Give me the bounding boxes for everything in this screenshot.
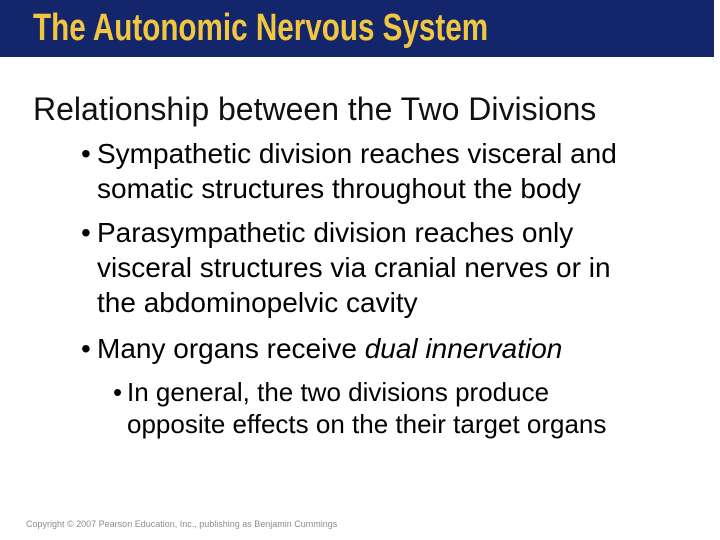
bullet-icon: • [81, 138, 91, 169]
bullet-line: visceral structures via cranial nerves o… [97, 252, 611, 283]
slide-title: The Autonomic Nervous System [33, 7, 489, 49]
bullet-text-plain: Many organs receive [97, 333, 365, 364]
bullet-parasympathetic: • Parasympathetic division reaches only … [81, 215, 611, 320]
bullet-line: Sympathetic division reaches visceral an… [97, 138, 617, 169]
bullet-line: somatic structures throughout the body [97, 173, 582, 204]
bullet-line: Parasympathetic division reaches only [97, 217, 574, 248]
bullet-icon: • [113, 377, 123, 407]
subbullet-general: • In general, the two divisions produce … [113, 376, 607, 440]
bullet-line: opposite effects on the their target org… [127, 409, 607, 439]
bullet-line: In general, the two divisions produce [127, 377, 550, 407]
bullet-line: the abdominopelvic cavity [97, 287, 418, 318]
bullet-icon: • [81, 333, 91, 364]
section-heading: Relationship between the Two Divisions [33, 91, 597, 127]
bullet-sympathetic: • Sympathetic division reaches visceral … [81, 136, 617, 206]
copyright-notice: Copyright © 2007 Pearson Education, Inc.… [26, 519, 338, 529]
title-bar: The Autonomic Nervous System [0, 0, 714, 57]
bullet-text-italic: dual innervation [364, 333, 563, 364]
bullet-dual-innervation: • Many organs receive dual innervation [81, 331, 562, 366]
bullet-icon: • [81, 217, 91, 248]
bullet-line: Many organs receive dual innervation [97, 331, 562, 366]
